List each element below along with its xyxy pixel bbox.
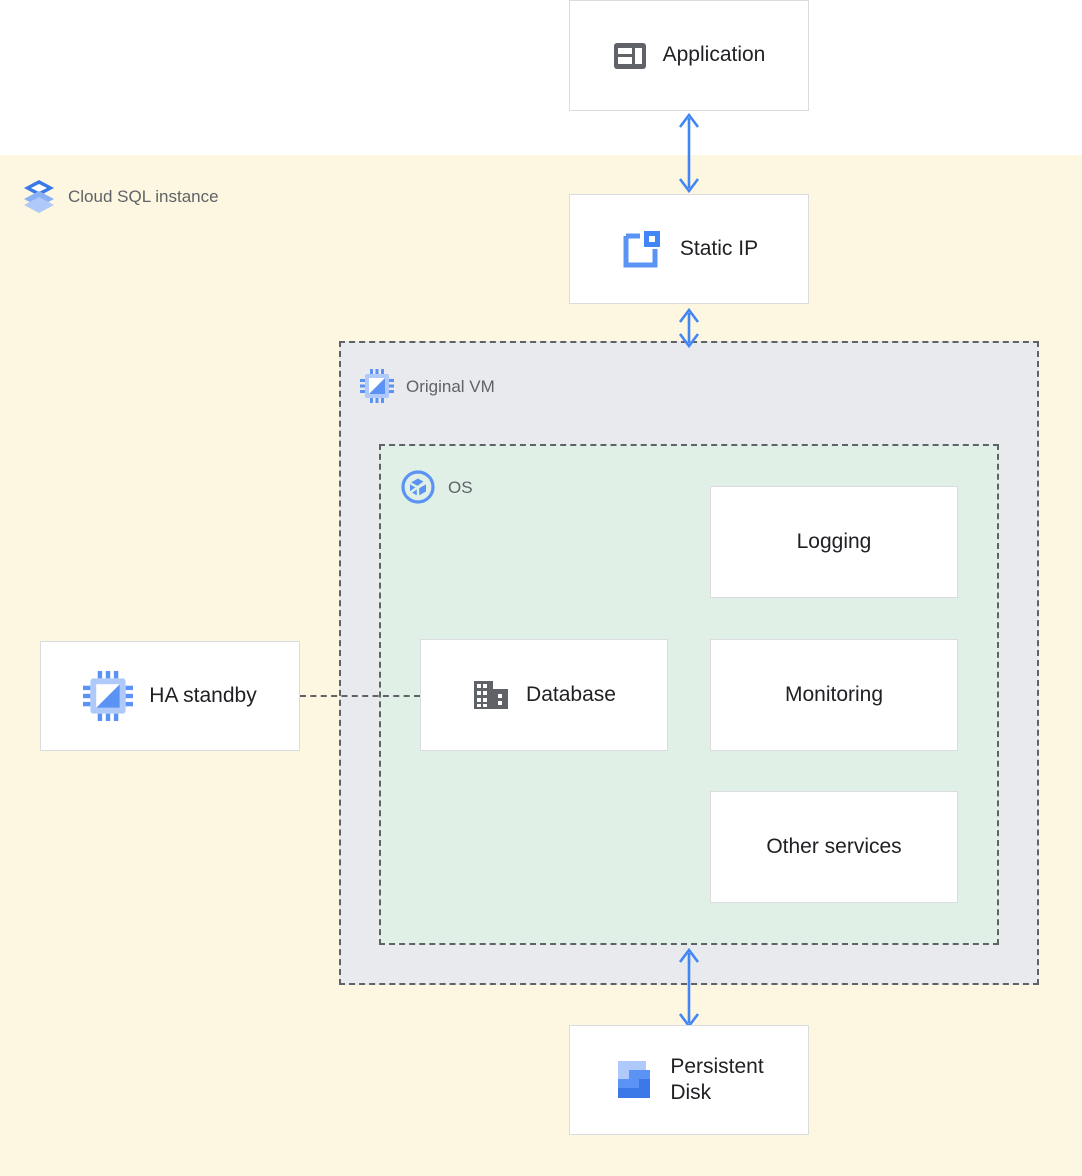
node-label: HA standby xyxy=(149,683,257,707)
region-label-cloud-sql: Cloud SQL instance xyxy=(22,178,219,214)
cpu-chip-icon xyxy=(83,671,134,721)
region-label-text: Original VM xyxy=(406,376,495,396)
static-ip-icon xyxy=(620,227,664,271)
cpu-chip-icon xyxy=(360,369,394,403)
arrow-static-ip-to-original-vm xyxy=(672,306,706,350)
database-building-icon xyxy=(472,678,510,712)
node-application[interactable]: Application xyxy=(569,0,809,111)
node-label: Logging xyxy=(796,529,872,553)
node-label: Other services xyxy=(766,834,902,858)
node-label: Monitoring xyxy=(784,682,884,706)
persistent-disk-icon xyxy=(614,1059,654,1101)
node-label-line1: Persistent xyxy=(670,1054,764,1078)
region-label-text: Cloud SQL instance xyxy=(68,186,219,206)
region-label-os: OS xyxy=(400,469,473,505)
connector-ha-standby-to-os xyxy=(300,695,420,697)
node-label: Static IP xyxy=(679,236,759,260)
node-static-ip[interactable]: Static IP xyxy=(569,194,809,304)
region-label-original-vm: Original VM xyxy=(360,369,495,403)
cloud-sql-icon xyxy=(22,178,56,214)
node-database[interactable]: Database xyxy=(420,639,668,751)
os-circle-icon xyxy=(400,469,436,505)
region-label-text: OS xyxy=(448,477,473,497)
node-other-services[interactable]: Other services xyxy=(710,791,958,903)
node-label: Database xyxy=(526,682,616,706)
node-ha-standby[interactable]: HA standby xyxy=(40,641,300,751)
arrow-application-to-static-ip xyxy=(672,110,706,196)
node-label: Application xyxy=(662,43,766,67)
node-monitoring[interactable]: Monitoring xyxy=(710,639,958,751)
arrow-original-vm-to-persistent-disk xyxy=(672,945,706,1031)
node-logging[interactable]: Logging xyxy=(710,486,958,598)
node-label-line2: Disk xyxy=(670,1081,712,1104)
application-layout-icon xyxy=(613,39,647,73)
